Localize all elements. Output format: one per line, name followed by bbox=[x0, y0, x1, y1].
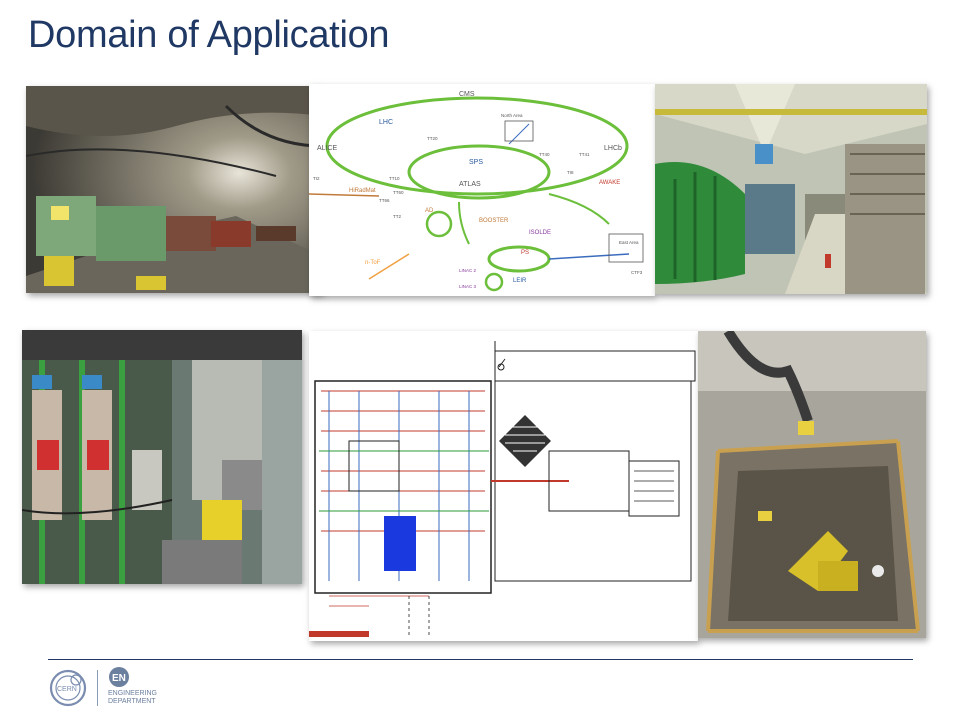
leir-label: LEIR bbox=[513, 278, 527, 284]
logo-divider bbox=[97, 670, 98, 706]
isolde-label: ISOLDE bbox=[529, 230, 551, 236]
ctf3-label: CTF3 bbox=[631, 270, 643, 275]
alice-label: ALICE bbox=[317, 145, 338, 152]
experimental-hall-photo bbox=[655, 84, 927, 294]
tt20-label: TT20 bbox=[427, 136, 438, 141]
linac3-label: LINAC 3 bbox=[459, 284, 477, 289]
sps-label: SPS bbox=[469, 159, 483, 166]
awake-label: AWAKE bbox=[599, 180, 620, 186]
ti8-label: TI8 bbox=[567, 170, 574, 175]
accelerator-complex-diagram: CMS LHC ALICE LHCb North Area SPS ATLAS … bbox=[309, 84, 655, 296]
cms-label: CMS bbox=[459, 91, 475, 98]
department-text: DEPARTMENT bbox=[108, 698, 156, 705]
tt66-label: TT66 bbox=[379, 198, 390, 203]
cern-logo: CERN bbox=[48, 668, 88, 708]
ad-label: AD bbox=[425, 208, 434, 214]
ti2-label: TI2 bbox=[313, 176, 320, 181]
east-area-label: East Area bbox=[619, 240, 639, 245]
ntof-label: n-ToF bbox=[365, 260, 381, 266]
slide-title: Domain of Application bbox=[28, 14, 390, 56]
lhc-ring bbox=[325, 96, 629, 196]
svg-text:CERN: CERN bbox=[57, 686, 77, 693]
footer-rule bbox=[48, 659, 913, 660]
tt40-label: TT40 bbox=[539, 152, 550, 157]
tt41-label: TT41 bbox=[579, 152, 590, 157]
svg-text:EN: EN bbox=[112, 673, 126, 684]
hatched-diamond bbox=[499, 415, 551, 467]
atlas-label: ATLAS bbox=[459, 181, 481, 188]
blue-block bbox=[384, 516, 416, 571]
tt2-label: TT2 bbox=[393, 214, 401, 219]
engineering-text: ENGINEERING bbox=[108, 690, 158, 697]
linac2-label: LINAC 2 bbox=[459, 268, 477, 273]
technical-drawing bbox=[309, 331, 698, 641]
equipment-photo bbox=[22, 330, 302, 584]
tt10-label: TT10 bbox=[389, 176, 400, 181]
tunnel-photo bbox=[26, 86, 322, 293]
sps-ring bbox=[407, 144, 551, 200]
department-name: ENGINEERING DEPARTMENT bbox=[108, 690, 157, 706]
booster-label: BOOSTER bbox=[479, 218, 509, 224]
ps-label: PS bbox=[521, 250, 529, 256]
lhc-label: LHC bbox=[379, 119, 393, 126]
north-area-label: North Area bbox=[501, 113, 523, 118]
excavation-photo bbox=[698, 331, 926, 638]
hiradmat-label: HiRadMat bbox=[349, 188, 376, 194]
tt60-label: TT60 bbox=[393, 190, 404, 195]
en-department-logo: EN bbox=[108, 666, 130, 688]
lhcb-label: LHCb bbox=[604, 145, 622, 152]
